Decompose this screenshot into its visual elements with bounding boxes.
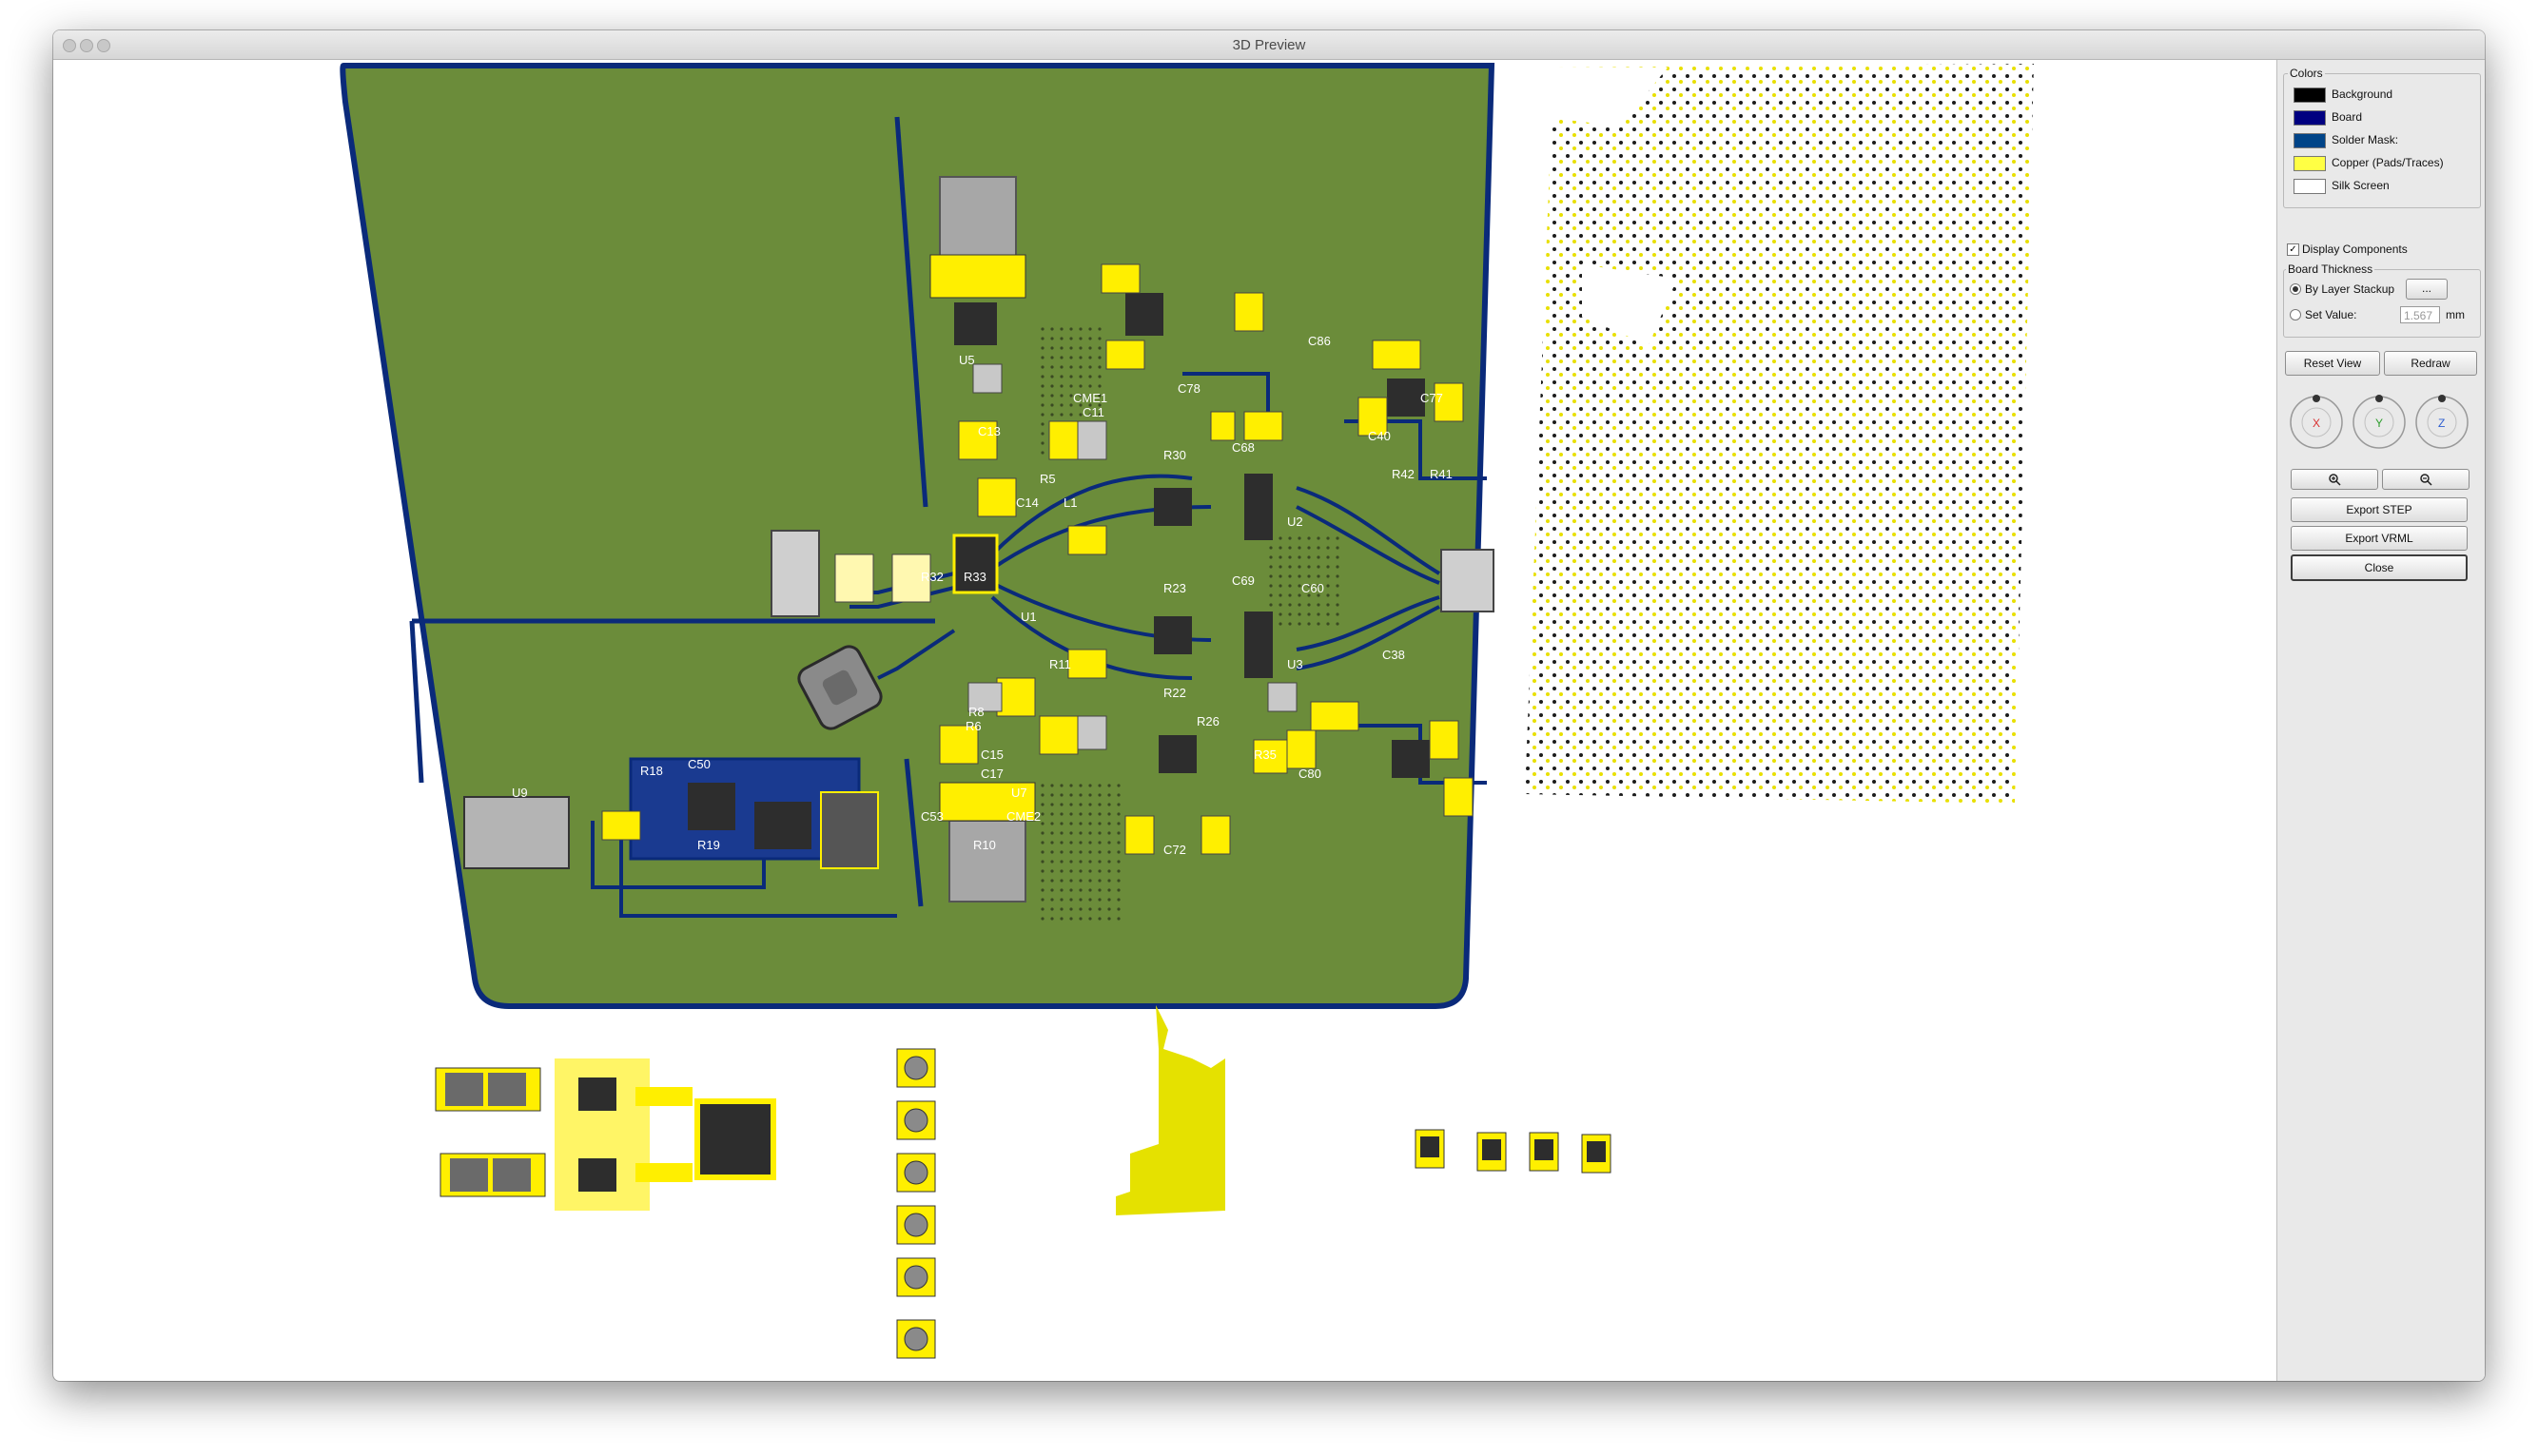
ref-c15: C15 <box>981 747 1004 762</box>
y-axis-dial[interactable]: Y <box>2352 395 2407 450</box>
z-axis-dial[interactable]: Z <box>2414 395 2470 450</box>
ref-c11: C11 <box>1083 405 1104 419</box>
board-thickness-title: Board Thickness <box>2286 262 2375 276</box>
ref-c80: C80 <box>1298 767 1321 781</box>
display-components-label: Display Components <box>2302 243 2408 256</box>
export-vrml-button[interactable]: Export VRML <box>2291 526 2468 551</box>
close-window-button[interactable] <box>63 39 76 52</box>
colors-group: Colors Background Board Solder Mask: Cop… <box>2283 67 2481 208</box>
zoom-in-icon <box>2329 474 2341 486</box>
ref-l1: L1 <box>1064 495 1077 510</box>
copper-color-swatch[interactable] <box>2294 156 2326 171</box>
board-color-swatch[interactable] <box>2294 110 2326 126</box>
ref-u7: U7 <box>1011 786 1027 800</box>
solder-mask-color-label: Solder Mask: <box>2332 133 2399 146</box>
ref-r18: R18 <box>640 764 663 778</box>
redraw-button[interactable]: Redraw <box>2384 351 2477 376</box>
ref-r32: R32 <box>921 570 944 584</box>
ref-c38: C38 <box>1382 648 1405 662</box>
ref-u5: U5 <box>959 353 975 367</box>
silk-screen-color-label: Silk Screen <box>2332 179 2390 192</box>
board-thickness-group: Board Thickness By Layer Stackup ... Set… <box>2283 262 2481 338</box>
loose-components <box>435 1005 1611 1359</box>
ref-u3: U3 <box>1287 657 1303 671</box>
colors-group-title: Colors <box>2288 67 2325 80</box>
ref-c53: C53 <box>921 809 944 824</box>
ref-r35: R35 <box>1254 747 1277 762</box>
ref-r42: R42 <box>1392 467 1415 481</box>
close-button[interactable]: Close <box>2291 554 2468 581</box>
x-axis-dial[interactable]: X <box>2289 395 2344 450</box>
ref-u9: U9 <box>512 786 528 800</box>
ref-u1: U1 <box>1021 610 1037 624</box>
control-panel: Colors Background Board Solder Mask: Cop… <box>2276 60 2485 1381</box>
pcb-render: U5 C13 C11 C14 R5 R6 C17 C15 U7 R8 R10 R… <box>340 63 2034 1359</box>
ref-r6: R6 <box>966 719 982 733</box>
ref-c40: C40 <box>1368 429 1391 443</box>
zoom-in-button[interactable] <box>2291 469 2378 490</box>
title-bar: 3D Preview <box>53 30 2485 60</box>
thickness-value-field[interactable]: 1.567 <box>2400 306 2440 323</box>
y-axis-dial-icon: Y <box>2353 395 2406 449</box>
via-array <box>1525 64 2034 804</box>
by-layer-stackup-label: By Layer Stackup <box>2305 282 2395 296</box>
pcb-board: U5 C13 C11 C14 R5 R6 C17 C15 U7 R8 R10 R… <box>340 63 1495 1009</box>
ref-r10: R10 <box>973 838 996 852</box>
ref-r33: R33 <box>964 570 986 584</box>
ref-c17: C17 <box>981 767 1004 781</box>
ref-c60: C60 <box>1301 581 1324 595</box>
ref-u2: U2 <box>1287 514 1303 529</box>
reset-view-button[interactable]: Reset View <box>2285 351 2380 376</box>
ref-c68: C68 <box>1232 440 1255 455</box>
ref-c78: C78 <box>1178 381 1201 396</box>
ref-r23: R23 <box>1163 581 1186 595</box>
preview-window: 3D Preview <box>53 30 2485 1381</box>
x-axis-label: X <box>2313 417 2320 430</box>
by-layer-stackup-radio[interactable] <box>2290 283 2301 295</box>
ref-c50: C50 <box>688 757 711 771</box>
z-axis-dial-icon: Z <box>2415 395 2469 449</box>
ref-r41: R41 <box>1430 467 1453 481</box>
copper-color-label: Copper (Pads/Traces) <box>2332 156 2444 169</box>
ref-c77: C77 <box>1420 391 1443 405</box>
set-value-radio[interactable] <box>2290 309 2301 320</box>
set-value-label: Set Value: <box>2305 308 2357 321</box>
zoom-out-icon <box>2420 474 2432 486</box>
window-title: 3D Preview <box>1232 37 1306 53</box>
zoom-window-button[interactable] <box>97 39 110 52</box>
ref-r11: R11 <box>1049 657 1071 671</box>
background-color-swatch[interactable] <box>2294 87 2326 103</box>
thickness-unit-label: mm <box>2446 308 2465 321</box>
ref-c86: C86 <box>1308 334 1331 348</box>
ref-cme1: CME1 <box>1073 391 1107 405</box>
x-axis-dial-icon: X <box>2290 395 2343 449</box>
ref-r19: R19 <box>697 838 720 852</box>
stackup-settings-button[interactable]: ... <box>2406 279 2448 300</box>
ref-r26: R26 <box>1197 714 1220 728</box>
ref-c14: C14 <box>1016 495 1039 510</box>
display-components-checkbox[interactable]: ✓ <box>2287 243 2299 256</box>
ref-c69: C69 <box>1232 573 1255 588</box>
ref-cme2: CME2 <box>1006 809 1041 824</box>
ref-r22: R22 <box>1163 686 1186 700</box>
background-color-label: Background <box>2332 87 2393 101</box>
ref-r8: R8 <box>968 705 985 719</box>
3d-viewport[interactable]: U5 C13 C11 C14 R5 R6 C17 C15 U7 R8 R10 R… <box>60 60 2276 1375</box>
silk-screen-color-swatch[interactable] <box>2294 179 2326 194</box>
zoom-out-button[interactable] <box>2382 469 2470 490</box>
z-axis-label: Z <box>2438 417 2445 430</box>
export-step-button[interactable]: Export STEP <box>2291 497 2468 522</box>
ref-r5: R5 <box>1040 472 1056 486</box>
y-axis-label: Y <box>2375 417 2383 430</box>
solder-mask-color-swatch[interactable] <box>2294 133 2326 148</box>
ref-c72: C72 <box>1163 843 1186 857</box>
ref-c13: C13 <box>978 424 1001 438</box>
board-color-label: Board <box>2332 110 2363 124</box>
ref-r30: R30 <box>1163 448 1186 462</box>
minimize-window-button[interactable] <box>80 39 93 52</box>
